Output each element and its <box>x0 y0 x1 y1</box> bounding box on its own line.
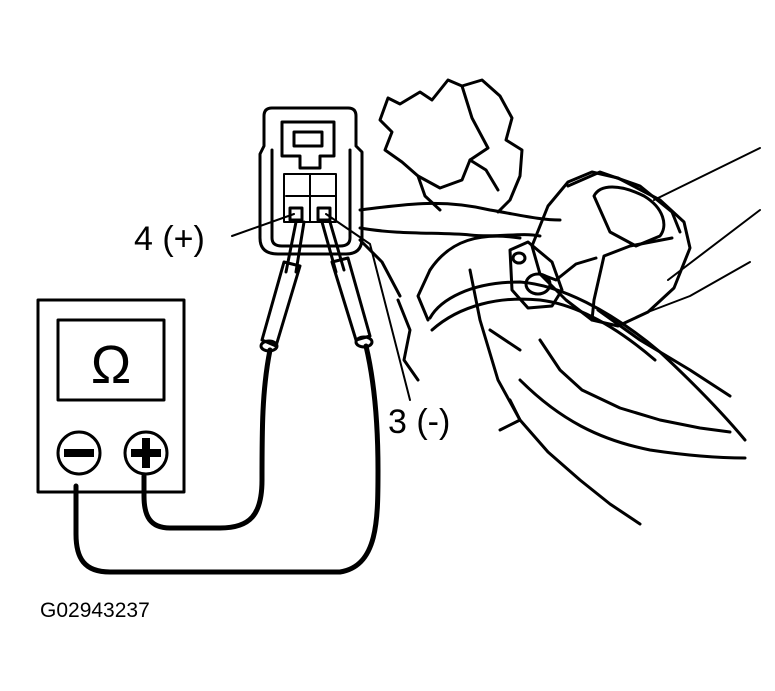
pin-3-negative-label: 3 (-) <box>388 403 450 441</box>
positive-lead <box>141 347 273 531</box>
probe-positive <box>259 220 306 353</box>
callout-leader-negative <box>325 213 411 401</box>
engine-background <box>358 78 761 526</box>
probe-negative <box>320 220 374 349</box>
ohmmeter: Ω <box>36 298 186 494</box>
negative-lead <box>73 343 381 575</box>
plus-terminal-icon <box>123 430 169 476</box>
callout-leader-positive <box>231 213 295 237</box>
pin-4-positive-label: 4 (+) <box>134 220 205 258</box>
connector <box>258 106 364 256</box>
minus-terminal-icon <box>56 430 102 476</box>
meter-display <box>56 318 166 402</box>
figure-code: G02943237 <box>40 599 150 622</box>
ohm-symbol: Ω <box>91 335 131 395</box>
